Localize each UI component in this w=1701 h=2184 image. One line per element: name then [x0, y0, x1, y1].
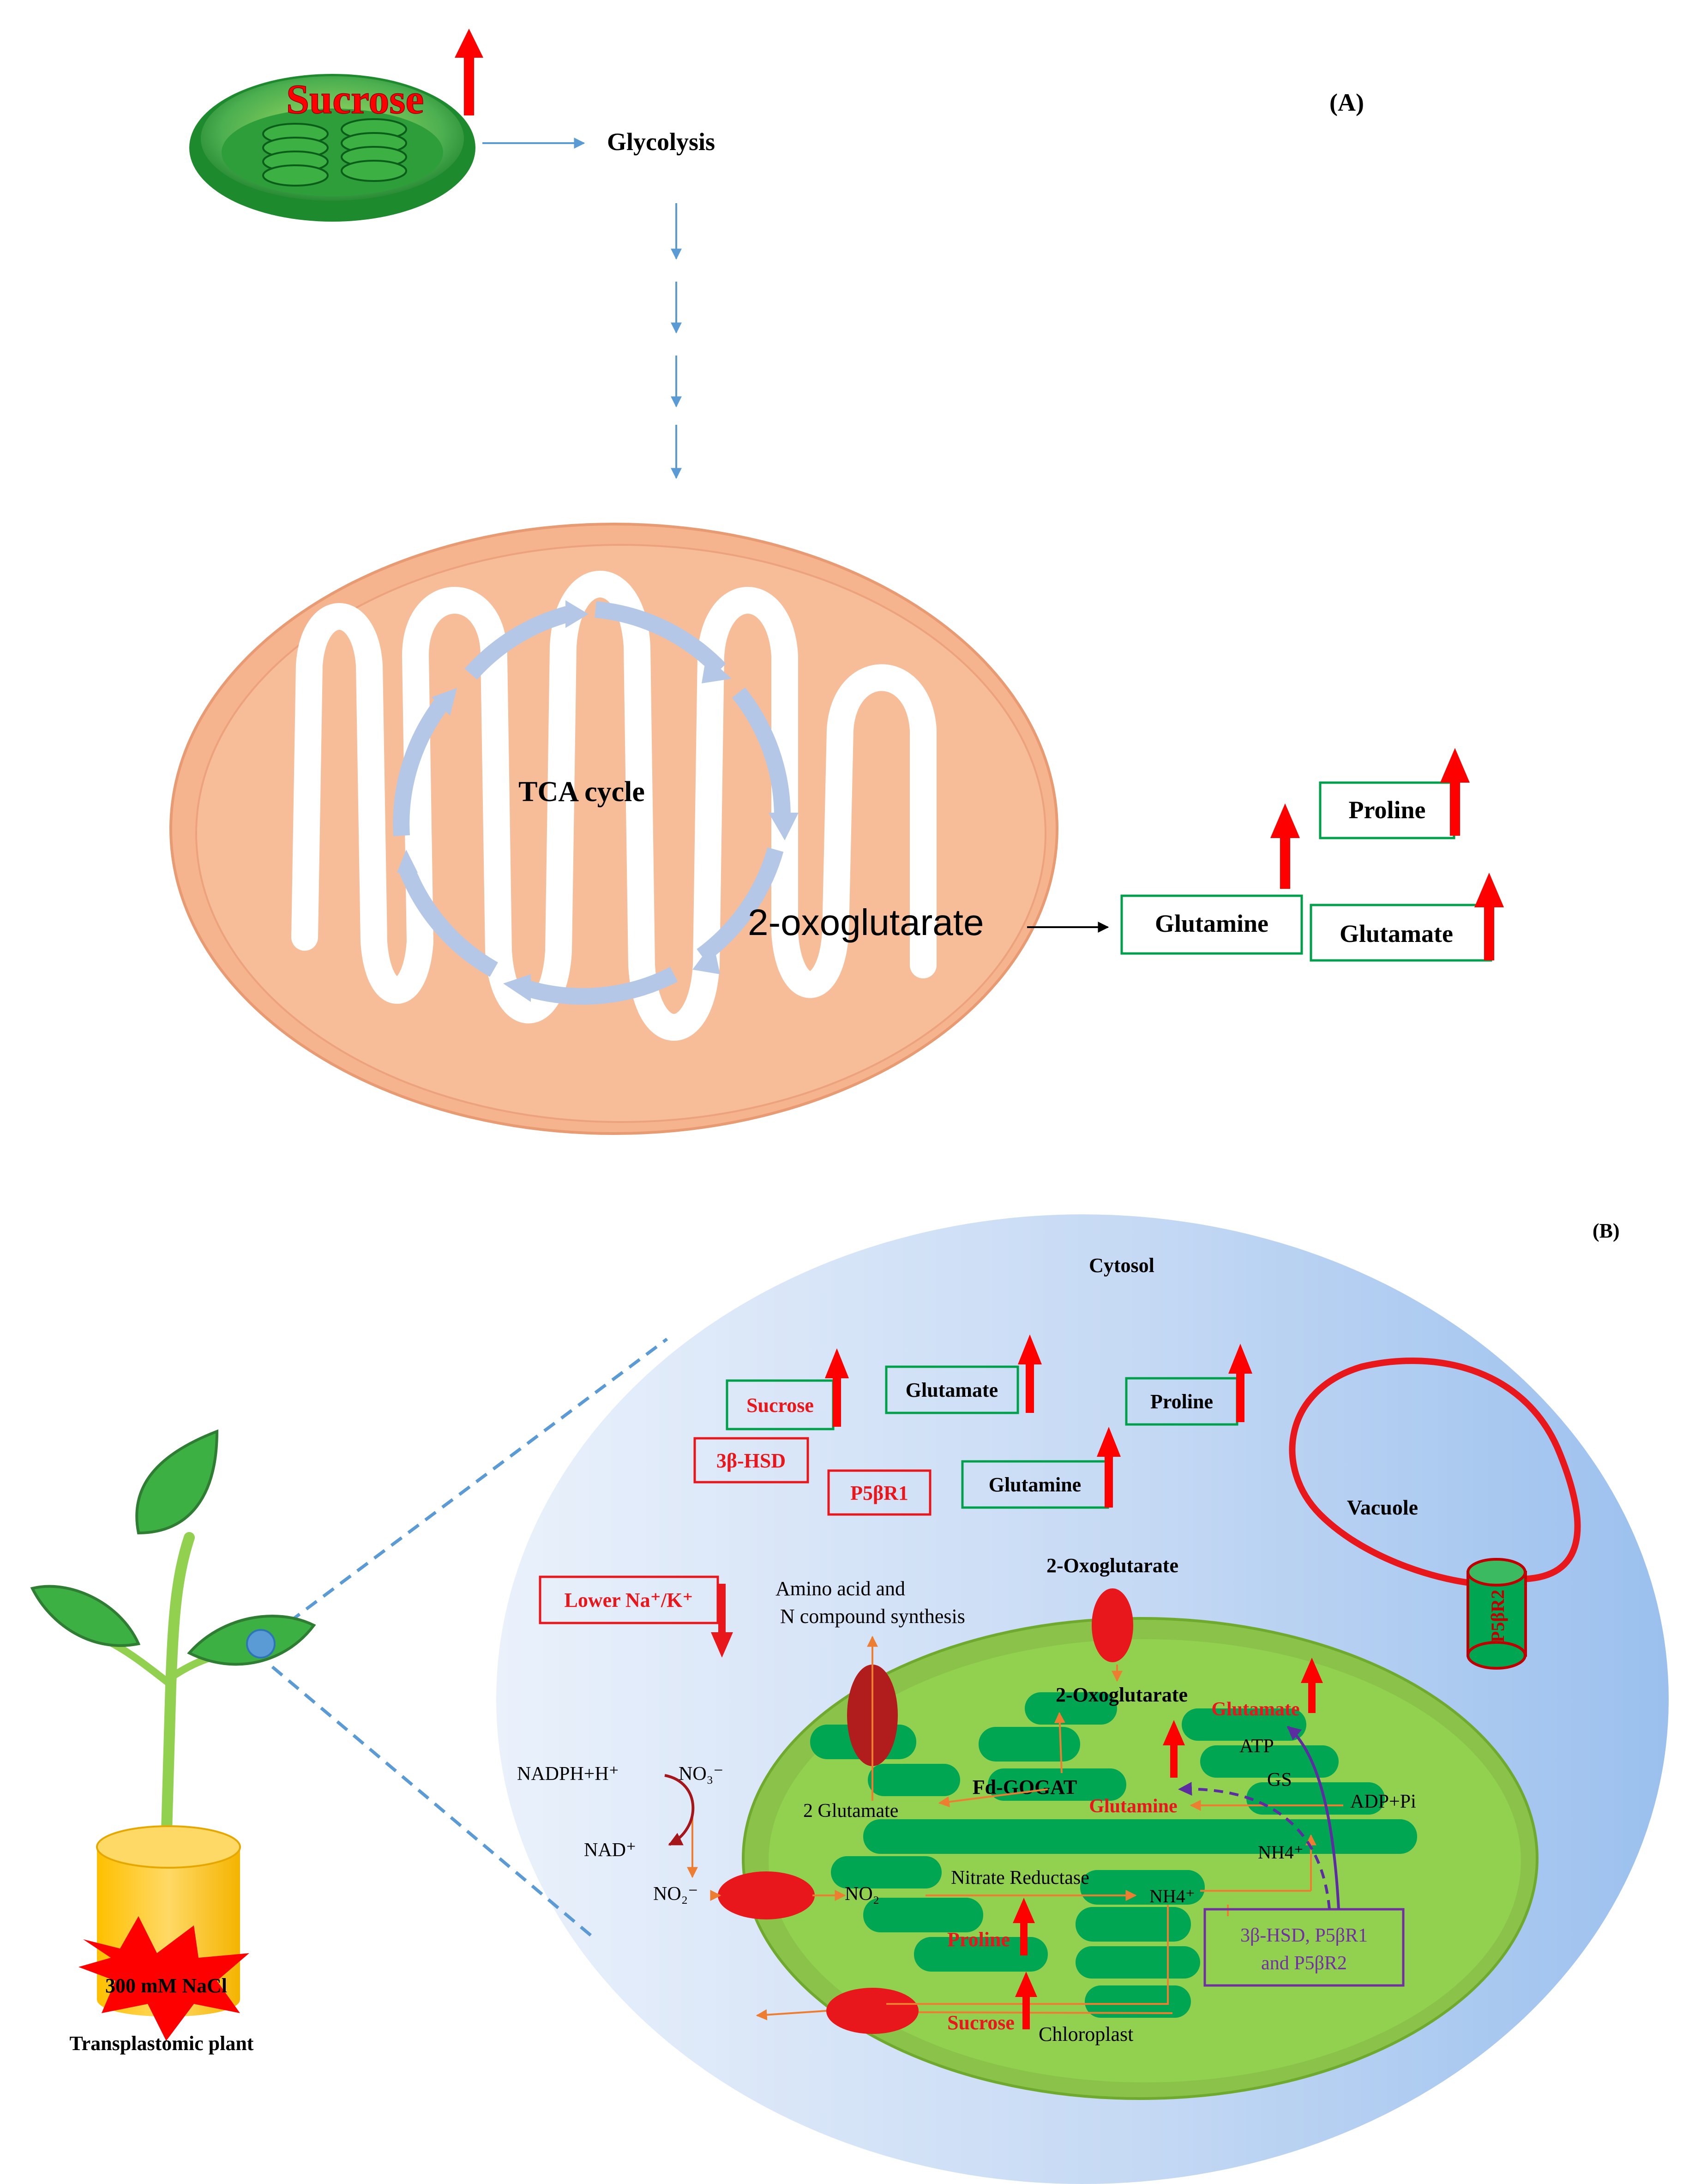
nadph-label: NADPH+H⁺: [517, 1763, 619, 1785]
nadph-to-nad-arrow: [664, 1774, 695, 1846]
sucrose-b-up-arrow: [825, 1348, 849, 1427]
panel-b-label: (B): [1593, 1219, 1620, 1242]
sucrose-chloroplast-label: Sucrose: [947, 2011, 1015, 2034]
glutamine-label-a: Glutamine: [1155, 910, 1268, 937]
panel-a-label: (A): [1329, 89, 1364, 116]
sucrose-up-arrow: [455, 29, 483, 115]
glutamate-chl-up-arrow: [1301, 1658, 1323, 1713]
proline-b-up-arrow: [1228, 1344, 1252, 1422]
genes-label-2: and P5βR2: [1261, 1953, 1347, 1974]
tca-cycle-arrows: [393, 601, 791, 1005]
p5br1-box: [827, 1469, 932, 1516]
gene-to-glutamine-arrow: [1178, 1782, 1331, 1910]
zoom-line-bottom: [271, 1665, 597, 1941]
nh4-upper-label: NH4⁺: [1258, 1842, 1304, 1863]
tca-arrowheads: [397, 600, 799, 1002]
nad-label: NAD⁺: [584, 1840, 636, 1861]
hsd-label: 3β-HSD: [716, 1449, 786, 1472]
hsd-box: [693, 1437, 809, 1484]
tca-cycle-label: TCA cycle: [518, 776, 645, 808]
gene-box: [1203, 1908, 1405, 1987]
panel-a: (A) Sucrose Glycolysis: [169, 29, 1504, 1135]
glutamine-up-arrow: [1270, 803, 1300, 889]
vacuole: [1289, 1357, 1581, 1587]
vacuole-label: Vacuole: [1347, 1496, 1418, 1519]
gene-to-glutamate-arrow: [1286, 1725, 1340, 1910]
p5br2-vacuole-transporter: [1467, 1558, 1527, 1670]
oxoglutarate-top-label: 2-Oxoglutarate: [1046, 1554, 1178, 1577]
nitrate-reductase-label: Nitrate Reductase: [951, 1867, 1089, 1888]
sucrose-label-b: Sucrose: [746, 1394, 814, 1417]
chloroplast-label: Chloroplast: [1039, 2023, 1133, 2045]
two-glutamate-label: 2 Glutamate: [803, 1800, 898, 1822]
cytosol-label: Cytosol: [1089, 1254, 1154, 1277]
plant-label: Transplastomic plant: [70, 2032, 254, 2055]
genes-label-1: 3β-HSD, P5βR1: [1240, 1925, 1368, 1946]
glycolysis-label: Glycolysis: [607, 128, 715, 156]
glutamate-box-b: [885, 1365, 1019, 1414]
sucrose-label-a: Sucrose: [286, 77, 424, 122]
nacl-label: 300 mM NaCl: [105, 1974, 227, 1997]
glutamate-up-arrow: [1474, 873, 1504, 960]
proline-chloroplast-label: Proline: [947, 1928, 1010, 1951]
glutamine-chl-up-arrow: [1163, 1720, 1185, 1778]
glutamine-box-a: [1120, 894, 1303, 955]
proline-chl-up-arrow: [1013, 1898, 1035, 1955]
glutamine-label-b: Glutamine: [989, 1473, 1081, 1496]
amino-acid-label-2: N compound synthesis: [780, 1605, 965, 1628]
zoom-line-top: [271, 1338, 668, 1636]
glutamate-label-a: Glutamate: [1340, 920, 1453, 947]
glutamate-chloroplast-label: Glutamate: [1211, 1699, 1299, 1720]
oxoglutarate-label-a: 2-oxoglutarate: [748, 902, 984, 943]
sucrose-chl-up-arrow: [1015, 1972, 1037, 2029]
proline-up-arrow: [1440, 748, 1470, 836]
no2-inner-label: NO₂: [845, 1883, 879, 1905]
lower-na-k-label: Lower Na⁺/K⁺: [564, 1589, 693, 1611]
proline-label-a: Proline: [1349, 796, 1426, 824]
gs-label: GS: [1267, 1769, 1292, 1791]
plant-illustration: [30, 1429, 316, 2041]
oxoglutarate-inner-label: 2-Oxoglutarate: [1056, 1683, 1188, 1706]
chloroplast-b: [742, 1617, 1539, 2100]
amino-acid-label-1: Amino acid and: [775, 1577, 905, 1600]
proline-box-a: [1319, 781, 1455, 839]
no3-label: NO₃⁻: [679, 1763, 723, 1785]
p5br1-label: P5βR1: [850, 1482, 908, 1504]
panel-b: (B) Cytosol Vacuole P5βR2 Sucrose Glutam…: [30, 1214, 1669, 2184]
no2-outer-label: NO₂⁻: [653, 1883, 698, 1905]
export-transporter: [826, 1988, 919, 2034]
mitochondrion: [169, 523, 1058, 1135]
na-k-down-arrow: [711, 1584, 733, 1658]
glutamate-label-b: Glutamate: [906, 1379, 998, 1401]
fd-gogat-label: Fd-GOGAT: [973, 1776, 1077, 1798]
nitrite-transporter: [718, 1871, 815, 1919]
leaf-zoom-marker: [246, 1629, 276, 1659]
lower-na-k-box: [539, 1575, 719, 1624]
chloroplast-icon: [189, 74, 475, 222]
adp-pi-label: ADP+Pi: [1350, 1791, 1416, 1812]
proline-label-b: Proline: [1150, 1390, 1213, 1413]
glutamine-chloroplast-label: Glutamine: [1089, 1796, 1177, 1817]
glutamate-b-up-arrow: [1018, 1334, 1042, 1413]
glutamate-box-a: [1310, 904, 1492, 962]
glutamine-b-up-arrow: [1097, 1427, 1121, 1508]
atp-label: ATP: [1239, 1736, 1274, 1757]
nitrogen-pathway-arrows: [687, 1635, 1343, 2021]
p5br2-vacuole-label: P5βR2: [1487, 1590, 1508, 1642]
oxoglutarate-transporter: [1092, 1588, 1133, 1662]
nh4-lower-label: NH4⁺: [1149, 1886, 1195, 1906]
